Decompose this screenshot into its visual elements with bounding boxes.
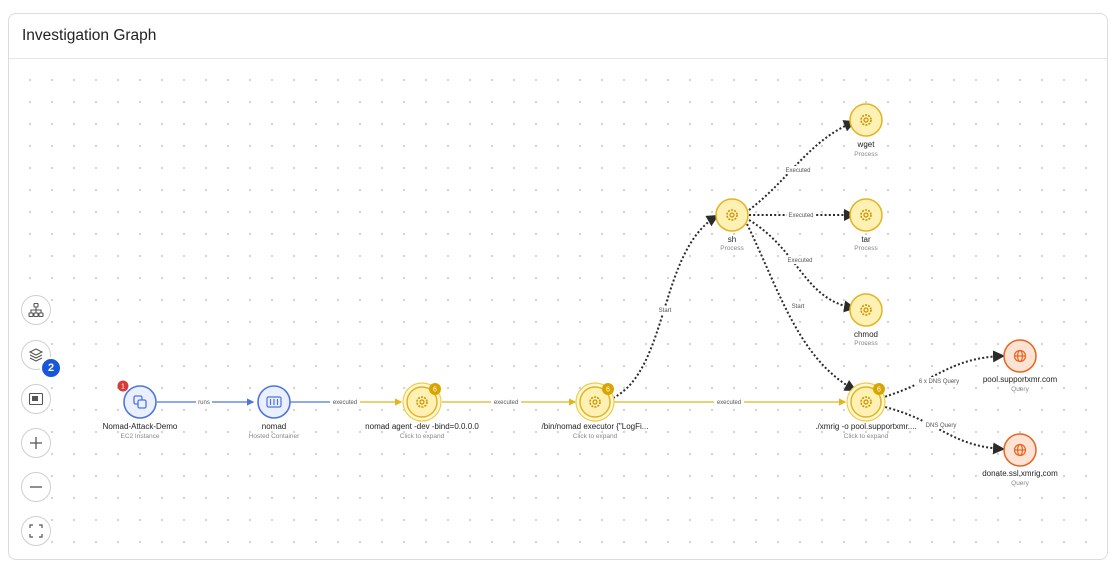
alert-badge: 1 xyxy=(117,380,129,392)
edge-sh-to-chmod[interactable]: Executed xyxy=(748,219,856,313)
graph-canvas[interactable]: runs executed executed executed xyxy=(9,60,1107,559)
edge-agent-to-executor[interactable]: executed xyxy=(442,398,577,406)
panel-header: Investigation Graph xyxy=(9,14,1107,59)
edge-label: Executed xyxy=(787,258,812,264)
node-sublabel: Process xyxy=(854,340,878,347)
node-label: ./xmrig -o pool.supportxmr.... xyxy=(815,422,916,431)
edge-label: DNS Query xyxy=(926,423,957,429)
node-label: donate.ssl.xmrig.com xyxy=(982,469,1058,478)
gear-icon xyxy=(860,209,872,221)
gear-icon xyxy=(860,304,872,316)
panel-title: Investigation Graph xyxy=(22,27,157,44)
container-icon xyxy=(266,396,282,408)
node-label: wget xyxy=(857,140,876,149)
node-sublabel: Click to expand xyxy=(400,433,445,440)
node-wget[interactable]: wget Process xyxy=(849,103,883,158)
hierarchy-layout-button[interactable] xyxy=(21,295,51,325)
node-sublabel: Query xyxy=(1011,386,1029,393)
edge-ec2-to-container[interactable]: runs xyxy=(157,398,255,406)
node-sublabel: Hosted Container xyxy=(249,433,300,440)
gear-icon xyxy=(416,396,428,408)
plus-icon xyxy=(30,437,42,449)
node-label: nomad agent -dev -bind=0.0.0.0 xyxy=(365,422,479,431)
edge-label: Executed xyxy=(785,168,810,174)
node-label: chmod xyxy=(854,330,878,339)
edge-label: 6 x DNS Query xyxy=(919,379,959,385)
globe-icon xyxy=(1013,443,1027,457)
gear-icon xyxy=(860,396,872,408)
node-hosted-container[interactable]: nomad Hosted Container xyxy=(249,385,300,440)
node-nomad-agent[interactable]: 6 nomad agent -dev -bind=0.0.0.0 Click t… xyxy=(365,382,479,440)
node-label: sh xyxy=(728,235,736,244)
fit-view-button[interactable] xyxy=(21,516,51,546)
gear-icon xyxy=(726,209,738,221)
node-sublabel: Click to expand xyxy=(844,433,889,440)
gear-icon xyxy=(860,114,872,126)
edge-xmrig-to-pool[interactable]: 6 x DNS Query xyxy=(880,350,1005,399)
svg-text:6: 6 xyxy=(877,387,881,394)
graph-svg[interactable]: runs executed executed executed xyxy=(9,60,1107,559)
node-label: tar xyxy=(861,235,871,244)
edge-label: executed xyxy=(494,400,518,406)
fit-screen-icon xyxy=(29,524,43,538)
zoom-in-button[interactable] xyxy=(21,428,51,458)
count-badge: 6 xyxy=(429,383,441,395)
minimap-button[interactable] xyxy=(21,384,51,414)
node-sublabel: Query xyxy=(1011,480,1029,487)
edge-label: Start xyxy=(659,308,672,314)
minimap-icon xyxy=(28,392,44,406)
svg-text:6: 6 xyxy=(433,387,437,394)
node-nomad-executor[interactable]: 6 /bin/nomad executor {"LogFi... Click t… xyxy=(542,382,649,440)
node-sublabel: Process xyxy=(854,151,878,158)
edge-xmrig-to-donate[interactable]: DNS Query xyxy=(880,405,1005,455)
node-pool-query[interactable]: pool.supportxmr.com Query xyxy=(983,339,1058,393)
edge-container-to-agent[interactable]: executed xyxy=(289,398,403,406)
edge-label: Start xyxy=(792,304,805,310)
edge-sh-to-wget[interactable]: Executed xyxy=(748,120,856,211)
count-badge: 6 xyxy=(602,383,614,395)
layers-icon xyxy=(28,348,44,362)
zoom-out-button[interactable] xyxy=(21,472,51,502)
investigation-graph-panel: Investigation Graph runs xyxy=(8,13,1108,560)
edge-label: executed xyxy=(717,400,741,406)
edge-executor-to-xmrig[interactable]: executed xyxy=(613,398,847,406)
svg-text:1: 1 xyxy=(121,384,125,391)
edge-label: Executed xyxy=(788,213,813,219)
hierarchy-icon xyxy=(28,302,44,318)
node-label: pool.supportxmr.com xyxy=(983,375,1058,384)
node-label: Nomad-Attack-Demo xyxy=(103,422,178,431)
node-tar[interactable]: tar Process xyxy=(849,198,883,252)
node-sublabel: Process xyxy=(854,245,878,252)
node-label: /bin/nomad executor {"LogFi... xyxy=(542,422,649,431)
edge-sh-to-tar[interactable]: Executed xyxy=(749,209,856,221)
copy-squares-icon xyxy=(133,395,147,409)
node-chmod[interactable]: chmod Process xyxy=(849,293,883,347)
count-badge: 6 xyxy=(873,383,885,395)
edge-label: executed xyxy=(333,400,357,406)
node-donate-query[interactable]: donate.ssl.xmrig.com Query xyxy=(982,433,1058,487)
node-label: nomad xyxy=(262,422,286,431)
globe-icon xyxy=(1013,349,1027,363)
node-sublabel: Click to expand xyxy=(573,433,618,440)
node-sublabel: EC2 Instance xyxy=(120,433,159,440)
svg-text:6: 6 xyxy=(606,387,610,394)
edge-executor-to-sh[interactable]: Start xyxy=(612,214,719,399)
node-sh[interactable]: sh Process xyxy=(715,198,749,252)
edge-label: runs xyxy=(198,400,210,406)
node-ec2-instance[interactable]: 1 Nomad-Attack-Demo EC2 Instance xyxy=(103,380,178,441)
layers-count-badge: 2 xyxy=(40,357,62,379)
minus-icon xyxy=(30,486,42,488)
node-xmrig[interactable]: 6 ./xmrig -o pool.supportxmr.... Click t… xyxy=(815,382,917,440)
node-sublabel: Process xyxy=(720,245,744,252)
gear-icon xyxy=(589,396,601,408)
edge-sh-to-xmrig[interactable]: Start xyxy=(746,223,857,391)
layers-button[interactable] xyxy=(21,340,51,370)
